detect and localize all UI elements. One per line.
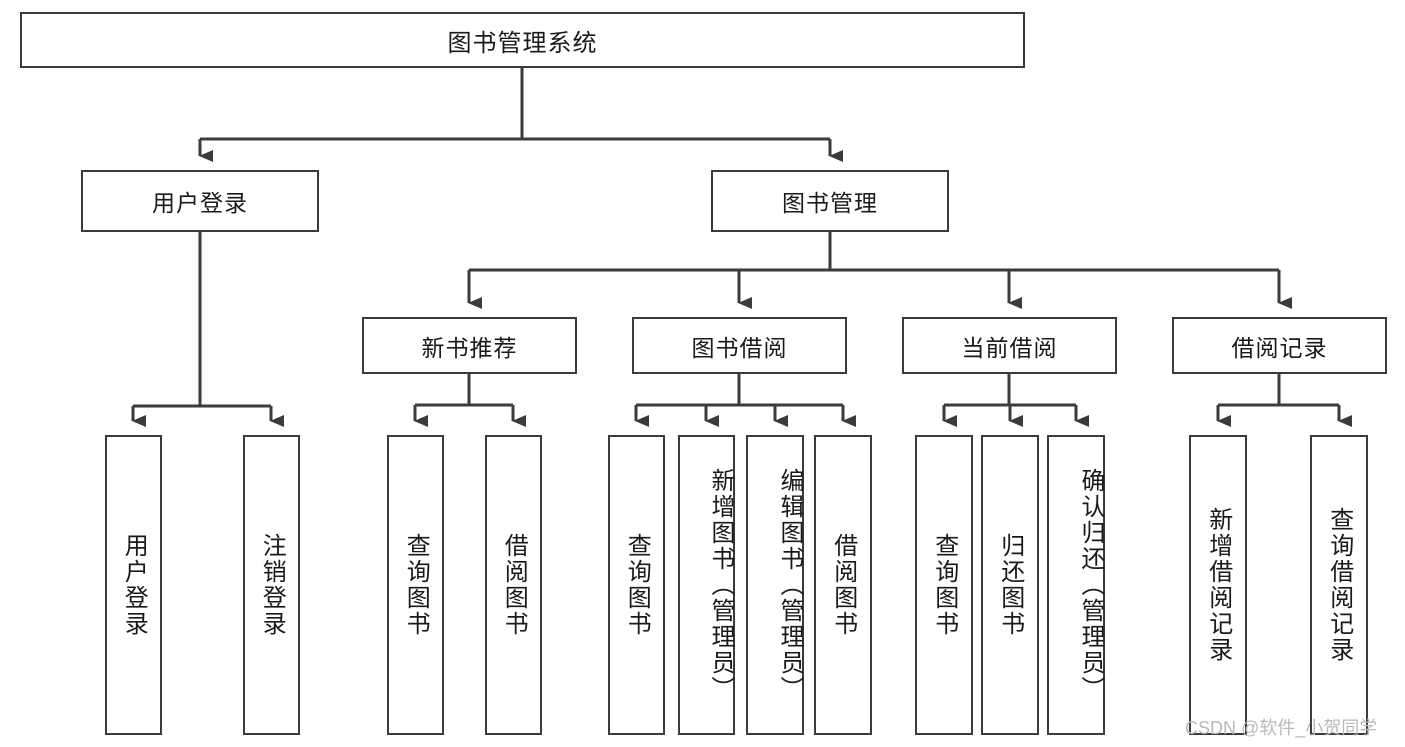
leaf-label: 查询图书	[623, 533, 651, 637]
leaf-borrow-book[interactable]: 借阅图书	[814, 435, 872, 735]
leaf-query-book-borrow[interactable]: 查询图书	[608, 435, 665, 735]
node-borrow-record-label: 借阅记录	[1231, 334, 1328, 361]
leaf-label: 用户登录	[120, 533, 148, 637]
node-user-login-label: 用户登录	[152, 190, 248, 216]
csdn-watermark: CSDN @软件_小贺同学	[1185, 718, 1378, 738]
leaf-borrow-book-recommend[interactable]: 借阅图书	[485, 435, 542, 735]
leaf-query-borrow-record[interactable]: 查询借阅记录	[1310, 435, 1368, 735]
node-root-label: 图书管理系统	[447, 29, 598, 57]
leaf-label: 新增借阅记录	[1204, 507, 1232, 663]
node-book-borrow[interactable]: 图书借阅	[632, 317, 847, 374]
node-new-book-recommend[interactable]: 新书推荐	[362, 317, 577, 374]
node-book-management[interactable]: 图书管理	[711, 170, 949, 232]
node-book-borrow-label: 图书借阅	[691, 334, 788, 361]
leaf-user-login[interactable]: 用户登录	[105, 435, 162, 735]
leaf-label: 新增图书（管理员）	[707, 468, 734, 702]
leaf-logout-login[interactable]: 注销登录	[243, 435, 300, 735]
node-current-borrow-label: 当前借阅	[961, 334, 1058, 361]
leaf-return-book[interactable]: 归还图书	[981, 435, 1039, 735]
node-current-borrow[interactable]: 当前借阅	[902, 317, 1117, 374]
leaf-add-book-admin[interactable]: 新增图书（管理员）	[678, 435, 735, 735]
leaf-label: 查询图书	[402, 533, 430, 637]
node-user-login[interactable]: 用户登录	[81, 170, 319, 232]
node-new-book-recommend-label: 新书推荐	[421, 334, 518, 361]
leaf-label: 编辑图书（管理员）	[776, 468, 803, 702]
leaf-label: 查询借阅记录	[1325, 507, 1353, 663]
leaf-query-book-current[interactable]: 查询图书	[915, 435, 973, 735]
node-root[interactable]: 图书管理系统	[20, 12, 1025, 68]
leaf-label: 归还图书	[996, 533, 1024, 637]
leaf-edit-book-admin[interactable]: 编辑图书（管理员）	[746, 435, 804, 735]
node-book-management-label: 图书管理	[782, 190, 878, 216]
leaf-label: 确认归还（管理员）	[1077, 468, 1104, 702]
leaf-query-book-recommend[interactable]: 查询图书	[387, 435, 444, 735]
leaf-add-borrow-record[interactable]: 新增借阅记录	[1189, 435, 1247, 735]
leaf-label: 借阅图书	[829, 533, 857, 637]
leaf-label: 注销登录	[258, 533, 286, 637]
leaf-label: 借阅图书	[500, 533, 528, 637]
node-borrow-record[interactable]: 借阅记录	[1172, 317, 1387, 374]
leaf-label: 查询图书	[930, 533, 958, 637]
leaf-confirm-return-admin[interactable]: 确认归还（管理员）	[1047, 435, 1105, 735]
